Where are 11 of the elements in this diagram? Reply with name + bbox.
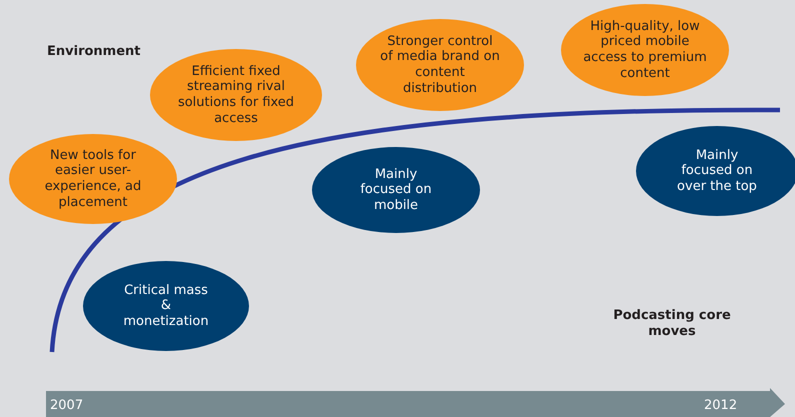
ellipse-bubble: Efficient fixed streaming rival solutions for fixed access [150, 49, 322, 141]
ellipse-bubble: Stronger control of media brand on content distribution [356, 19, 524, 111]
ellipse-bubble: Mainly focused on over the top [636, 126, 795, 216]
heading-label: Environment [47, 44, 140, 60]
year-label: 2012 [704, 398, 738, 414]
heading-label: Podcasting core moves [612, 308, 732, 340]
ellipse-bubble: Critical mass & monetization [83, 261, 249, 351]
ellipse-bubble: Mainly focused on mobile [312, 147, 480, 233]
ellipse-bubble: High-quality, low priced mobile access to premium content [561, 4, 729, 96]
ellipse-bubble: New tools for easier user-experience, ad placement [9, 134, 177, 224]
year-label: 2007 [50, 398, 84, 414]
